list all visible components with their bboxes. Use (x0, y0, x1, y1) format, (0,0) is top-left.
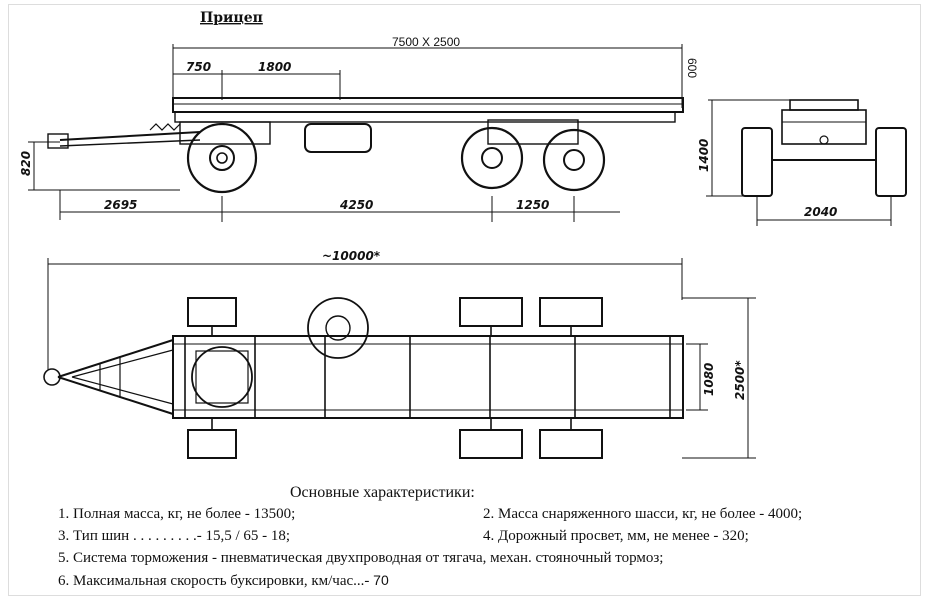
dim-600: 600 (685, 58, 699, 78)
spec-item-2: 2. Масса снаряженного шасси, кг, не боле… (483, 506, 803, 522)
dim-total-length: ~10000* (322, 249, 381, 263)
dim-1250: 1250 (516, 198, 549, 212)
spec-item-3: 3. Тип шин . . . . . . . . .- 15,5 / 65 … (58, 528, 291, 544)
spec-item-5: 5. Система торможения - пневматическая д… (58, 550, 664, 566)
dim-2040: 2040 (804, 205, 837, 219)
spec-item-4: 4. Дорожный просвет, мм, не менее - 320; (483, 528, 749, 544)
dim-1400: 1400 (697, 139, 711, 172)
dim-4250: 4250 (339, 198, 373, 212)
drawing-title: Прицеп (200, 10, 263, 26)
dim-750: 750 (186, 60, 211, 74)
spec-item-6: 6. Максимальная скорость буксировки, км/… (58, 572, 389, 590)
dim-1080: 1080 (702, 363, 716, 396)
dim-820: 820 (19, 151, 33, 176)
overlay-dimension-label: 7500 X 2500 (392, 35, 460, 49)
dim-2500: 2500* (733, 360, 747, 400)
spec-item-1: 1. Полная масса, кг, не более - 13500; (58, 506, 296, 522)
spec-item-6-label: 6. Максимальная скорость буксировки, км/… (58, 573, 370, 589)
rear-view (706, 99, 907, 226)
specs-heading: Основные характеристики: (290, 484, 475, 501)
side-view (28, 44, 684, 222)
dim-1800: 1800 (258, 60, 291, 74)
dim-2695: 2695 (104, 198, 137, 212)
spec-item-6-value: 70 (373, 572, 389, 588)
plan-view (43, 258, 756, 459)
